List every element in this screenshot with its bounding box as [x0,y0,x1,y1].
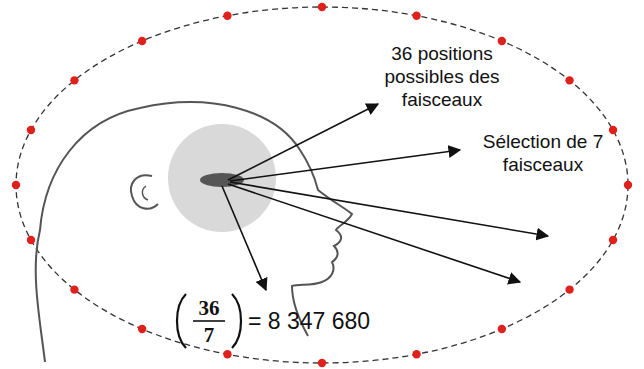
position-dot [412,350,420,358]
beam-arrow [222,186,266,290]
fraction-bar [193,320,225,322]
position-dot [138,37,146,45]
position-dot [27,126,35,134]
combination-count: = 8 347 680 [248,308,370,334]
beam-arrow [228,104,378,180]
position-dot [624,181,632,189]
beam-positions [12,3,632,367]
position-dot [609,236,617,244]
position-dot [498,325,506,333]
ear [131,175,158,208]
position-dot [412,12,420,20]
beam-count-label: 36 positions possibles des faisceaux [352,42,532,111]
position-dot [12,181,20,189]
binomial-brackets [177,294,241,348]
binomial-top: 36 [190,297,228,319]
bracket [232,294,241,348]
beam-arrow [230,150,460,181]
treated-region [168,124,276,232]
position-dot [318,359,326,367]
position-dot [609,126,617,134]
position-dot [70,285,78,293]
ear-inner [142,186,148,200]
beam-arrow [228,184,520,282]
position-dot [318,3,326,11]
position-dot [27,236,35,244]
position-dot [565,285,573,293]
beam-circle [16,7,628,363]
selection-label: Sélection de 7 faisceaux [468,130,618,176]
beam-arrow [230,182,548,236]
position-dot [223,350,231,358]
bracket [177,294,186,348]
position-dot [70,76,78,84]
binomial-bottom: 7 [190,324,228,346]
position-dot [498,37,506,45]
position-dot [223,12,231,20]
position-dot [138,325,146,333]
position-dot [565,76,573,84]
